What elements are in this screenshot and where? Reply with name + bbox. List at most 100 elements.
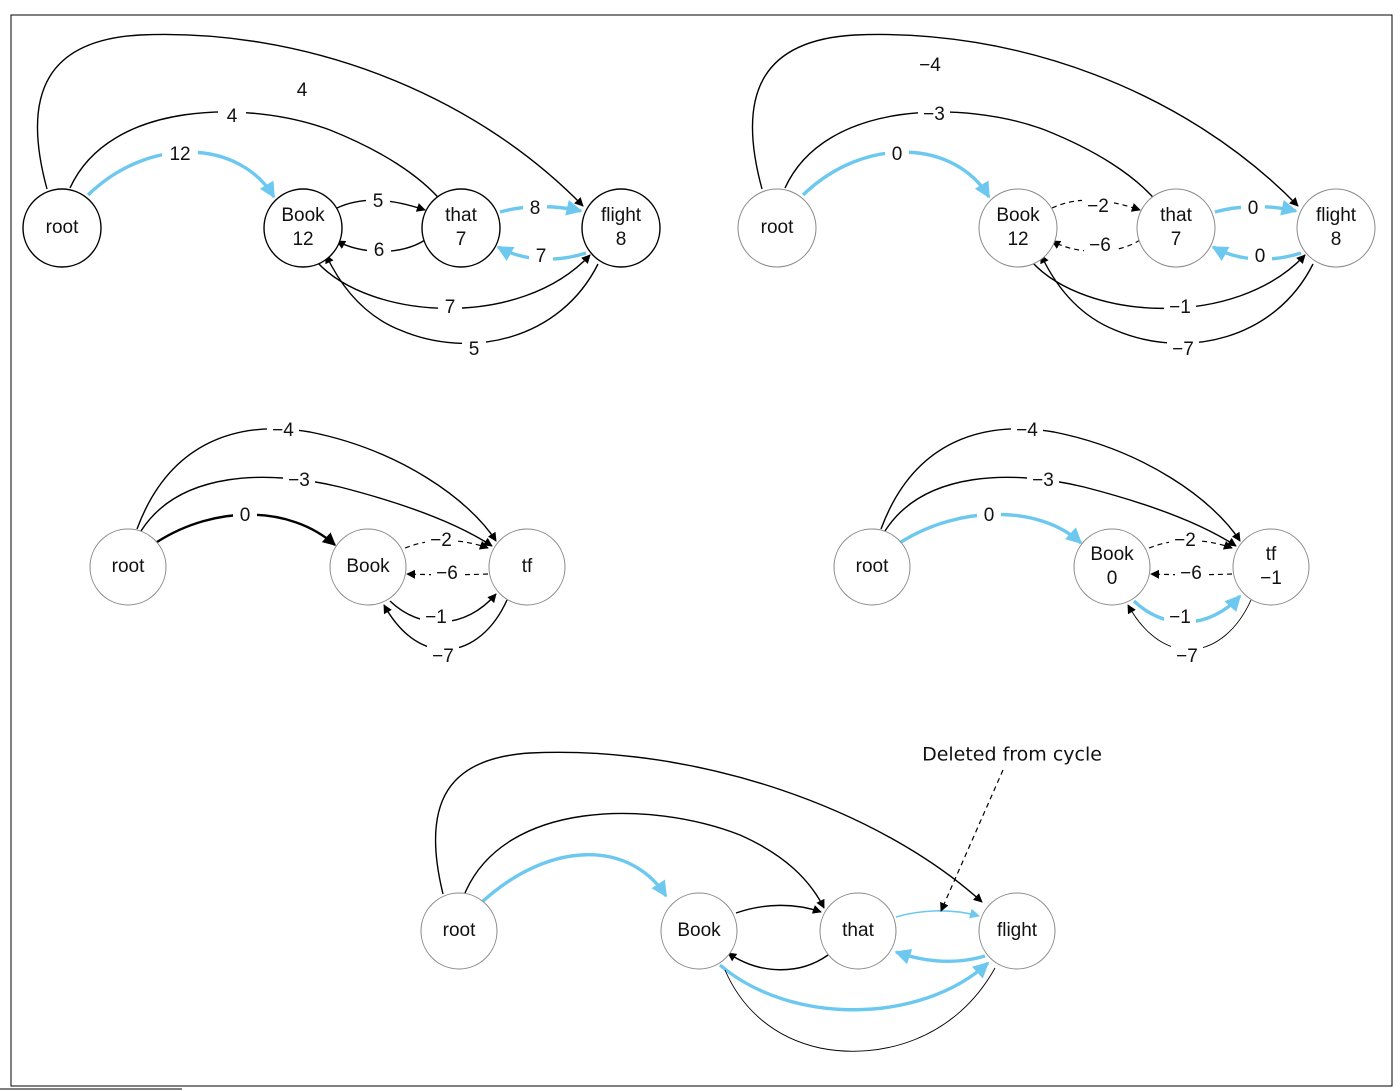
annotation-deleted-from-cycle: Deleted from cycle [922,744,1102,766]
edge-root-tf-outer [880,428,1241,542]
node-tf: tf −1 [1232,528,1310,606]
diagram-1: 4 4 12 5 6 8 7 7 [22,33,661,363]
edge-that-book [727,952,829,971]
edge-flight-book [724,967,996,1052]
weight-label-root-book: 0 [885,142,909,168]
edge-root-flight [36,33,584,207]
edge-that-flight [895,908,980,919]
svg-text:7: 7 [536,246,547,267]
svg-text:8: 8 [1331,229,1342,250]
weight-label-tf-book-low: −7 [1171,644,1203,670]
svg-text:−2: −2 [430,530,452,551]
weight-label-root-tf-inner: −3 [1027,468,1059,494]
edge-book-that [735,904,822,914]
svg-text:−3: −3 [923,104,945,125]
svg-text:Book: Book [1090,544,1134,565]
svg-text:root: root [46,217,79,238]
weight-label-book-that: 5 [366,189,390,215]
edge-book-flight [1031,254,1306,309]
edge-root-tf-inner [884,476,1237,547]
weight-label-book-tf: −2 [1169,528,1201,554]
weight-label-root-flight: −4 [914,53,946,79]
weight-label-root-tf-inner: −3 [283,468,315,494]
node-root: root [737,188,817,268]
edge-book-tf [404,539,489,550]
svg-text:−2: −2 [1087,196,1109,217]
weight-label-root-tf-outer: −4 [267,418,299,444]
weight-label-root-that: −3 [918,102,950,128]
svg-text:7: 7 [1171,229,1182,250]
edge-root-flight [434,751,983,903]
svg-text:6: 6 [374,240,385,261]
node-flight: flight [978,892,1056,970]
diagram-3: −4 −3 0 −2 −6 −1 −7 root [89,418,566,670]
svg-text:−1: −1 [1260,568,1282,589]
svg-text:Deleted from cycle: Deleted from cycle [922,744,1102,766]
weight-label-that-flight: 0 [1241,196,1265,222]
edge-book-tf [1148,539,1233,550]
svg-text:tf: tf [522,556,533,577]
svg-text:that: that [1160,205,1192,226]
svg-text:flight: flight [601,205,642,226]
weight-label-root-book: 12 [162,142,198,168]
node-flight: flight 8 [1296,188,1376,268]
svg-text:−6: −6 [1089,235,1111,256]
svg-text:0: 0 [1107,568,1118,589]
weight-label-book-flight: 7 [438,295,462,321]
weight-label-flight-that: 0 [1248,244,1272,270]
svg-text:5: 5 [373,191,384,212]
edge-book-that [1051,199,1141,212]
weight-label-that-book: 6 [367,238,391,264]
svg-text:−6: −6 [1180,563,1202,584]
svg-text:12: 12 [1007,229,1028,250]
diagram-5: Deleted from cycle root Book that flight [420,744,1102,1052]
annotation-pointer-arrow [940,769,1004,912]
edge-book-flight [718,961,990,1012]
svg-text:−1: −1 [1169,607,1191,628]
svg-text:−3: −3 [288,470,310,491]
svg-text:Book: Book [996,205,1040,226]
svg-text:−7: −7 [1176,646,1198,667]
svg-text:0: 0 [1248,198,1259,219]
svg-text:0: 0 [892,144,903,165]
edge-flight-that [894,949,986,965]
weight-label-book-tf-low: −1 [420,605,452,631]
svg-text:8: 8 [616,229,627,250]
svg-text:flight: flight [1316,205,1357,226]
svg-text:8: 8 [530,198,541,219]
svg-text:7: 7 [456,229,467,250]
svg-text:0: 0 [240,505,251,526]
node-that: that 7 [421,188,501,268]
svg-text:−1: −1 [1169,297,1191,318]
node-root: root [89,528,167,606]
svg-text:−1: −1 [425,607,447,628]
weight-label-root-book: 0 [233,503,257,529]
weight-label-book-tf: −2 [425,528,457,554]
svg-text:−4: −4 [919,55,941,76]
svg-text:−2: −2 [1174,530,1196,551]
edge-root-book [480,853,668,904]
svg-text:12: 12 [169,144,190,165]
weight-label-tf-book-low: −7 [427,644,459,670]
svg-text:7: 7 [445,297,456,318]
node-that: that 7 [1136,188,1216,268]
svg-text:4: 4 [227,106,238,127]
edge-root-that [69,111,444,204]
weight-label-root-tf-outer: −4 [1011,418,1043,444]
diagram-4: −4 −3 0 −2 −6 −1 −7 root [833,418,1310,670]
node-book: Book [329,528,407,606]
svg-text:root: root [443,920,476,941]
weight-label-tf-book: −6 [1175,561,1207,587]
edge-root-tf-inner [140,476,493,547]
weight-label-tf-book: −6 [431,561,463,587]
weight-label-that-book: −6 [1084,233,1116,259]
svg-text:−4: −4 [1016,420,1038,441]
svg-text:−7: −7 [1172,339,1194,360]
svg-text:0: 0 [1255,246,1266,267]
svg-text:12: 12 [292,229,313,250]
svg-text:root: root [856,556,889,577]
svg-text:0: 0 [984,505,995,526]
svg-text:root: root [112,556,145,577]
edge-root-that [784,111,1159,204]
